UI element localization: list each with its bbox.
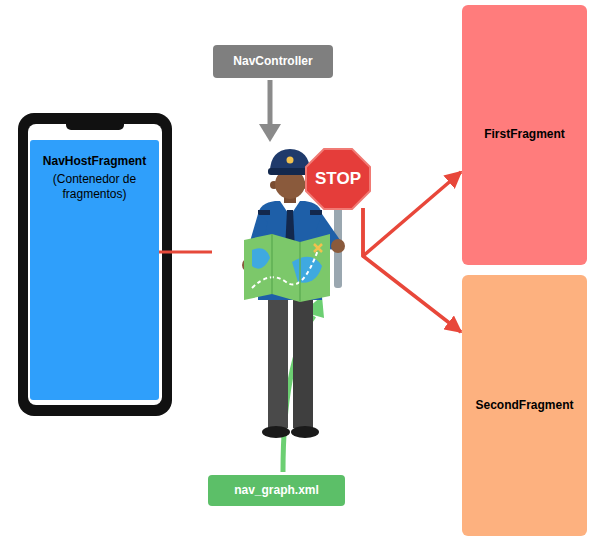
node-title: NavController <box>233 54 312 70</box>
node-title: NavHostFragment <box>43 154 146 170</box>
node-title: nav_graph.xml <box>234 483 319 499</box>
host-link-line <box>157 251 212 254</box>
controller-arrow <box>259 80 281 142</box>
node-title: STOP <box>315 168 361 190</box>
host-screen: NavHostFragment (Contenedor de fragmentos… <box>30 140 159 400</box>
fragment-box: SecondFragment <box>462 275 587 536</box>
node-title: FirstFragment <box>484 127 565 143</box>
fragment-box: FirstFragment <box>462 5 587 265</box>
phone-illustration <box>18 113 172 416</box>
route-arrow <box>363 208 461 332</box>
stop-sign: STOP <box>305 148 371 210</box>
controller-box: NavController <box>213 45 333 78</box>
route-arrow <box>363 172 461 256</box>
node-title: SecondFragment <box>475 398 573 414</box>
node-note: (Contenedor de fragmentos) <box>36 172 153 203</box>
graph-arrow <box>283 296 324 472</box>
graph-file-box: nav_graph.xml <box>208 475 345 506</box>
